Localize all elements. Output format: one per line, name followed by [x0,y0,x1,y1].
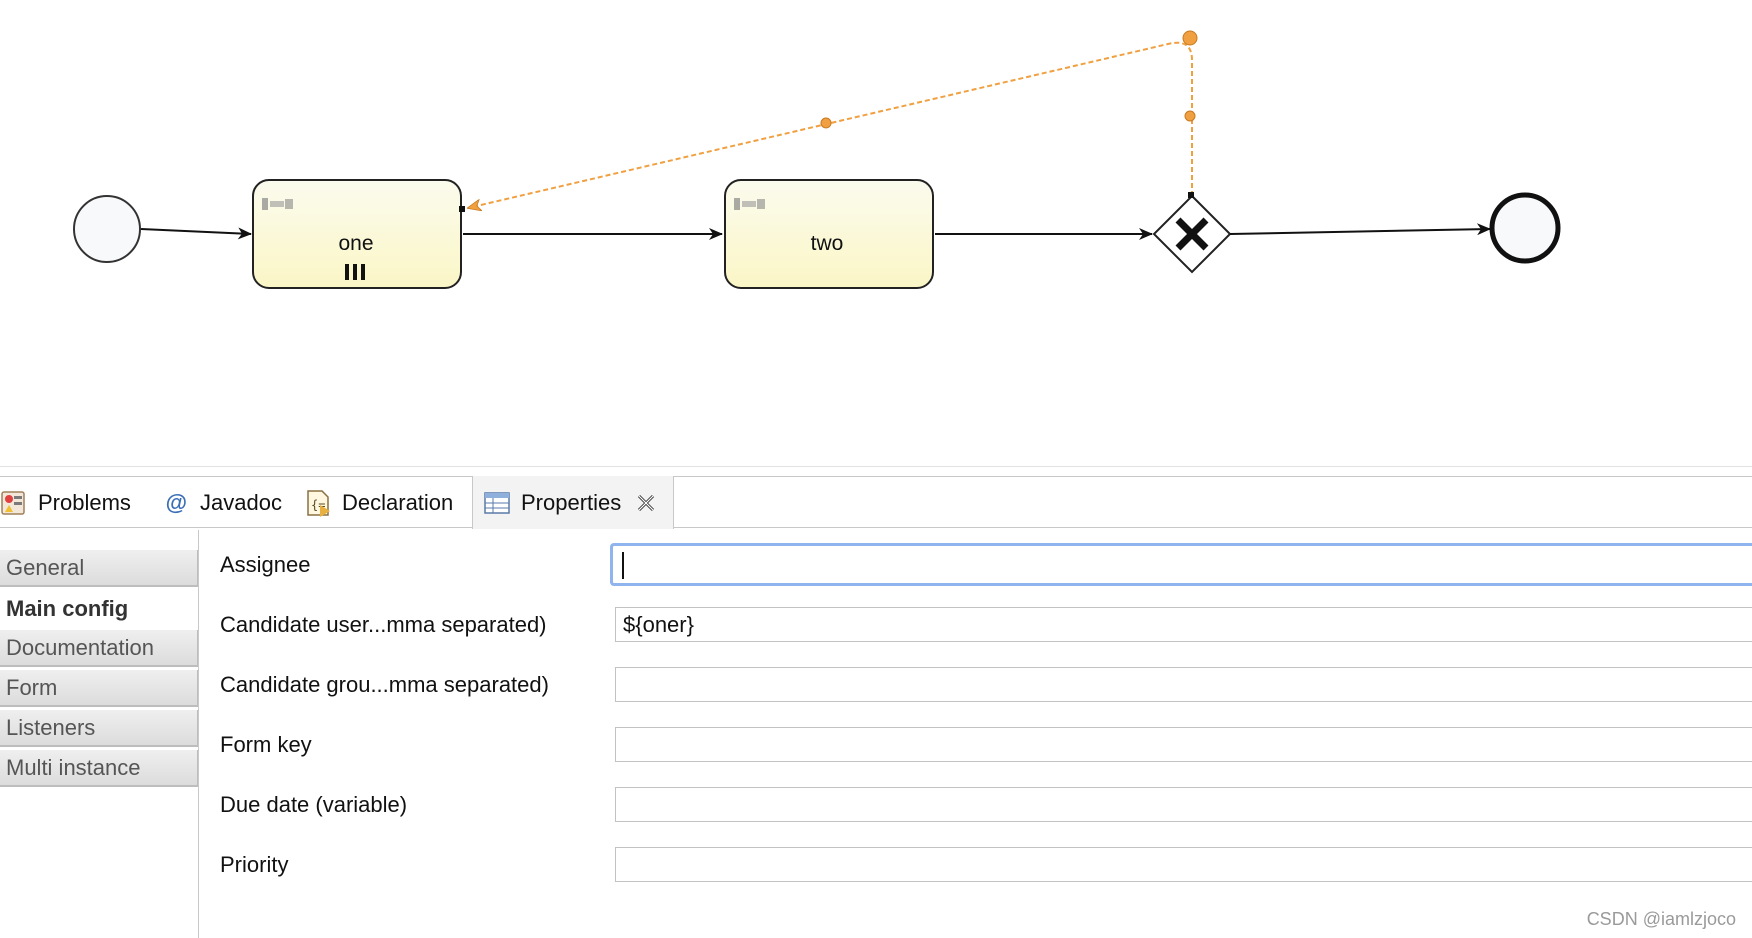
assignee-field[interactable] [610,543,1752,586]
tab-label: Javadoc [200,489,282,515]
properties-table-icon [483,489,511,517]
watermark-text: CSDN @iamlzjoco [1586,909,1736,929]
tab-javadoc[interactable]: @ Javadoc [162,477,282,528]
user-task-one[interactable]: one [252,179,462,289]
tab-problems[interactable]: Problems [0,477,131,528]
gateway-x-icon [1175,217,1209,251]
process-diagram-canvas[interactable]: one two [0,0,1752,470]
task-one-label: one [338,232,373,255]
assignee-label: Assignee [220,552,311,577]
midpoint-handle[interactable] [1184,110,1196,122]
tab-properties[interactable]: Properties [472,476,675,529]
form-key-label: Form key [220,732,312,757]
tab-label: Problems [38,489,131,515]
close-tab-icon[interactable] [635,492,657,514]
sidebar-item-label: Form [6,674,58,700]
candidate-groups-field[interactable] [615,667,1752,702]
sidebar-item-multi-instance[interactable]: Multi instance [0,750,198,787]
due-date-label: Due date (variable) [220,792,408,817]
editor-divider [0,466,1752,467]
sequence-flow-gateway-to-end[interactable] [1229,223,1491,236]
user-task-two[interactable]: two [724,179,934,289]
sequence-flow-start-to-one[interactable] [140,227,252,240]
priority-label: Priority [220,852,289,877]
midpoint-handle[interactable] [820,117,832,129]
sidebar-item-label: Multi instance [6,754,141,780]
candidate-groups-label: Candidate grou...mma separated) [220,672,549,697]
candidate-users-label: Candidate user...mma separated) [220,612,547,637]
user-task-icon [262,198,293,210]
sidebar-item-label: General [6,554,85,580]
problems-icon [0,489,28,517]
user-task-icon [734,198,765,210]
sidebar-item-listeners[interactable]: Listeners [0,710,198,747]
declaration-icon: {= [304,489,332,517]
properties-section-sidebar: General Main config Documentation Form L… [0,530,198,938]
sidebar-item-main-config[interactable]: Main config [0,590,198,627]
start-event[interactable] [73,195,141,263]
sidebar-item-label: Documentation [6,634,154,660]
due-date-field[interactable] [615,787,1752,822]
sidebar-divider [198,530,199,938]
priority-field[interactable] [615,847,1752,882]
text-caret [622,552,624,579]
candidate-users-field[interactable] [615,607,1752,642]
task-two-label: two [811,232,844,255]
form-key-field[interactable] [615,727,1752,762]
multi-instance-parallel-icon [345,264,365,280]
tab-declaration[interactable]: {= Declaration [304,477,453,528]
sidebar-item-label: Listeners [6,714,96,740]
exclusive-gateway[interactable] [1152,194,1232,274]
end-event[interactable] [1489,192,1561,264]
selected-sequence-flow-gateway-to-one[interactable] [459,30,1198,212]
bendpoint-handle[interactable] [1182,30,1198,46]
tab-label: Declaration [342,489,454,515]
connection-endpoint-handle[interactable] [1188,192,1194,198]
view-tab-bar: Problems @ Javadoc {= Declaration Proper… [0,476,1752,529]
sidebar-item-label: Main config [6,595,129,621]
sidebar-item-general[interactable]: General [0,550,198,587]
sidebar-item-documentation[interactable]: Documentation [0,630,198,667]
javadoc-at-icon: @ [165,489,187,515]
tab-label: Properties [521,489,622,515]
sidebar-item-form[interactable]: Form [0,670,198,707]
connection-endpoint-handle[interactable] [459,206,465,212]
